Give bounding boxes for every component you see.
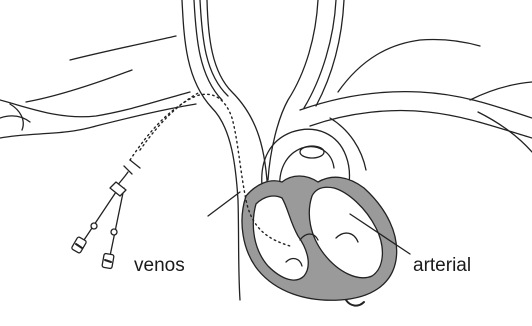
arterial-label: arterial xyxy=(413,256,471,275)
heart-icon xyxy=(242,176,397,306)
catheter-icon xyxy=(71,160,140,269)
right-arteries xyxy=(268,0,532,180)
venous-label: venos xyxy=(134,256,185,275)
left-veins xyxy=(0,36,196,138)
